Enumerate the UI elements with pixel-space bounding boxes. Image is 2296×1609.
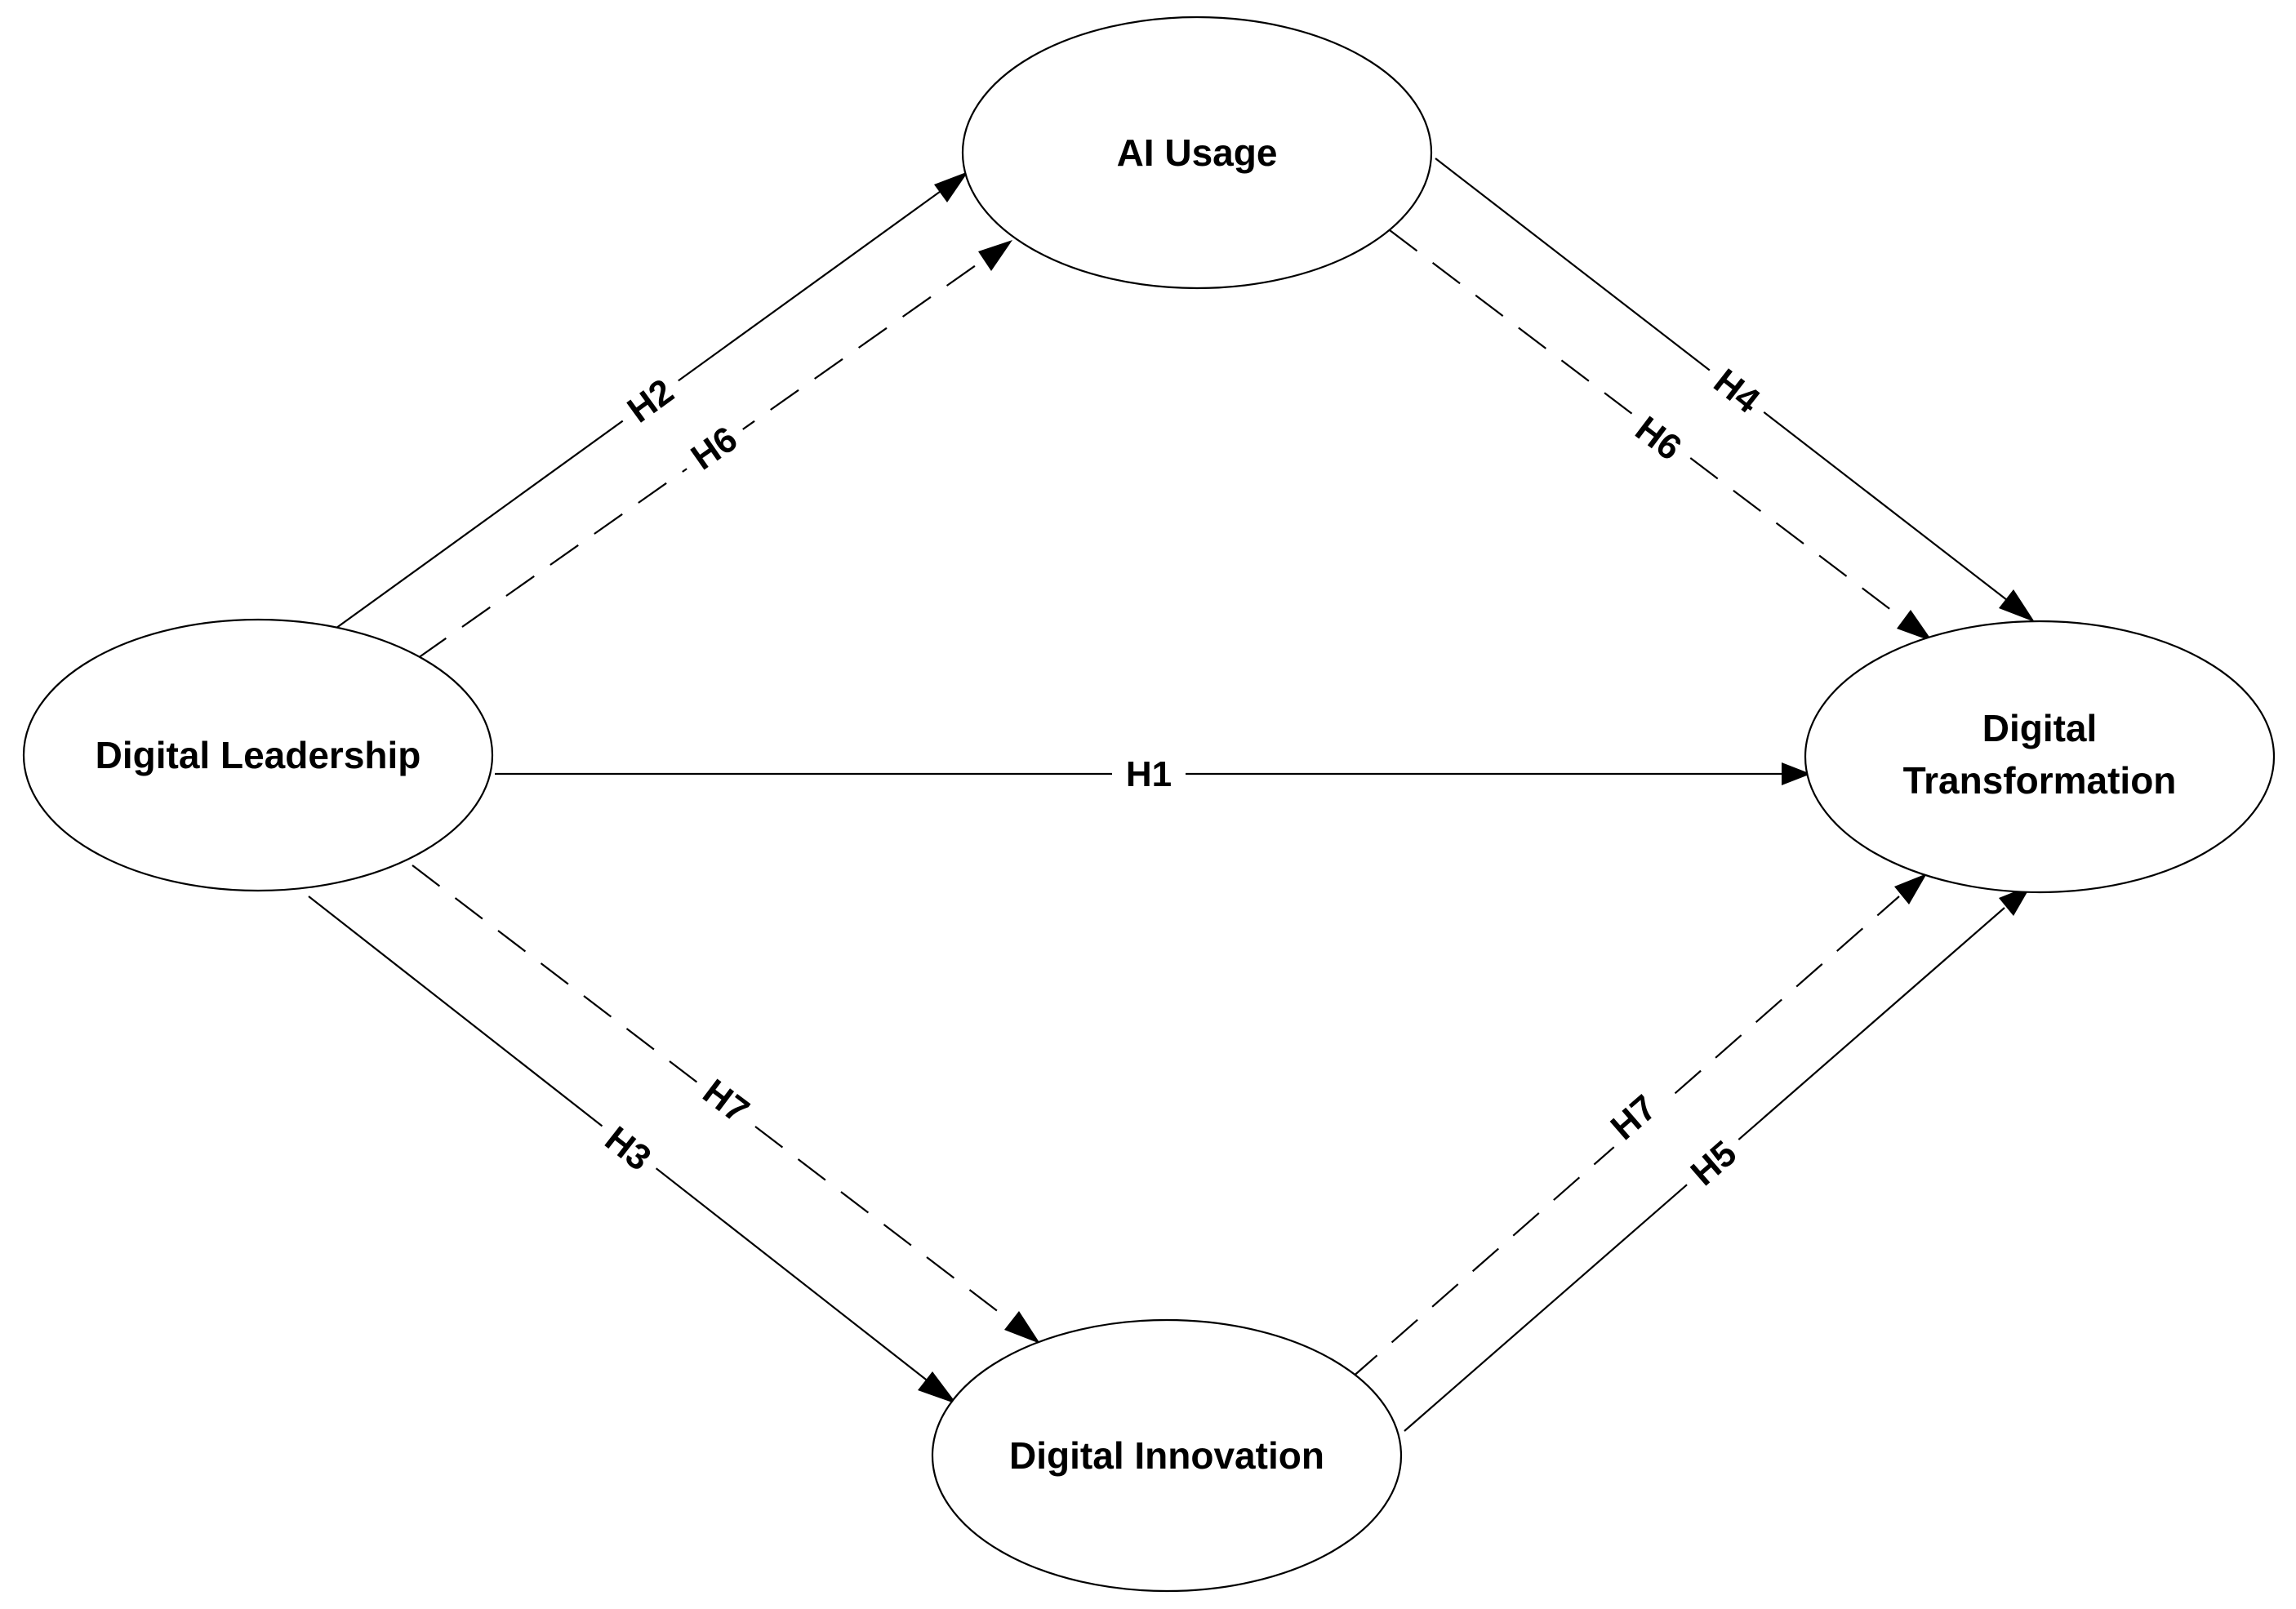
node-digital-innovation-shape bbox=[931, 1318, 1403, 1593]
edge-h6b-label-bg bbox=[1618, 397, 1702, 476]
node-digital-leadership: Digital Leadership bbox=[22, 618, 494, 892]
edge-h4-arrowhead bbox=[1999, 589, 2035, 622]
node-digital-transformation-label-line2: Transformation bbox=[1903, 759, 2177, 802]
edge-h6b-arrowhead bbox=[1897, 610, 1933, 642]
edge-h6a-arrowhead bbox=[978, 240, 1012, 271]
node-ai-usage-label: AI Usage bbox=[1117, 131, 1278, 174]
edge-h7b-arrowhead bbox=[1894, 873, 1927, 905]
edge-h4-label-bg bbox=[1697, 349, 1780, 429]
node-ai-usage: AI Usage bbox=[961, 16, 1433, 290]
edge-h2-label-bg bbox=[607, 360, 691, 438]
node-ai-usage-shape bbox=[961, 16, 1433, 290]
edge-h7-innovation-to-transformation bbox=[1350, 896, 1900, 1379]
edge-h3-label-bg bbox=[588, 1107, 671, 1186]
edge-h7b-label-bg bbox=[1591, 1075, 1673, 1156]
edge-h7a-label-bg bbox=[686, 1060, 769, 1139]
edge-h1-label-bg bbox=[1112, 751, 1186, 797]
edge-h7a-arrowhead bbox=[1004, 1311, 1040, 1344]
node-digital-transformation-shape bbox=[1804, 620, 2276, 894]
node-digital-leadership-label: Digital Leadership bbox=[96, 734, 421, 776]
edge-h2-arrowhead bbox=[934, 171, 968, 202]
edges: H1 H2 H3 H4 H5 bbox=[308, 158, 2035, 1432]
edge-label-h1: H1 bbox=[1126, 754, 1172, 794]
node-digital-innovation-label: Digital Innovation bbox=[1009, 1434, 1324, 1477]
node-digital-transformation-label-line1: Digital bbox=[1982, 707, 2098, 749]
node-digital-leadership-shape bbox=[22, 618, 494, 892]
edge-h1-arrowhead bbox=[1782, 762, 1811, 785]
node-digital-innovation: Digital Innovation bbox=[931, 1318, 1403, 1593]
edge-h6a-label-bg bbox=[671, 407, 754, 485]
edge-h3-arrowhead bbox=[918, 1371, 957, 1404]
node-digital-transformation: Digital Transformation bbox=[1804, 620, 2276, 894]
nodes: AI Usage Digital Leadership Digital Tran… bbox=[22, 16, 2276, 1593]
edge-h5-label-bg bbox=[1671, 1121, 1753, 1202]
